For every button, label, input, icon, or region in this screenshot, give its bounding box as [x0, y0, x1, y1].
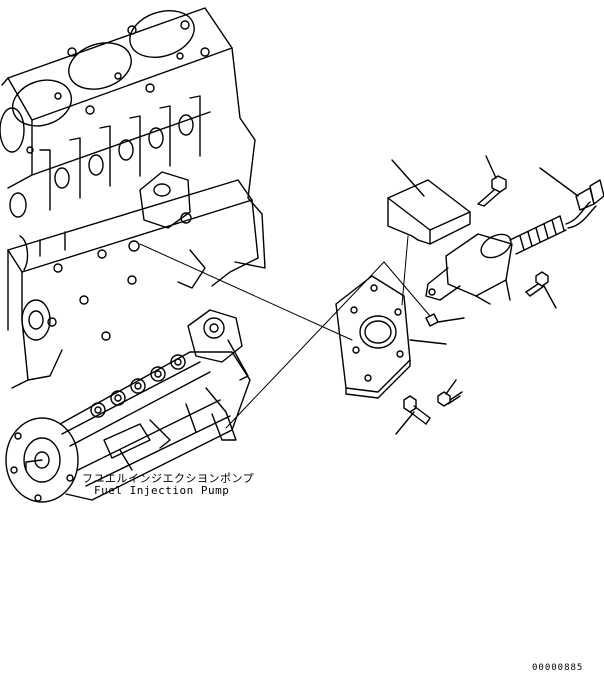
adapter-plate — [335, 275, 447, 399]
bolt-right — [525, 271, 557, 309]
bolts-bottom — [395, 379, 463, 435]
drawing-code: 00000885 — [532, 663, 584, 673]
engine-block — [0, 7, 266, 389]
bolt-top — [477, 155, 507, 207]
pin-nut — [425, 313, 465, 327]
alignment-lines — [139, 235, 431, 429]
fuel-injection-pump — [5, 309, 251, 503]
pump-label-japanese: フユエルインジエクシヨンポンプ — [82, 472, 255, 485]
bracket-cover — [387, 159, 471, 245]
pump-label-english: Fuel Injection Pump — [94, 484, 230, 497]
stop-solenoid — [425, 167, 604, 305]
